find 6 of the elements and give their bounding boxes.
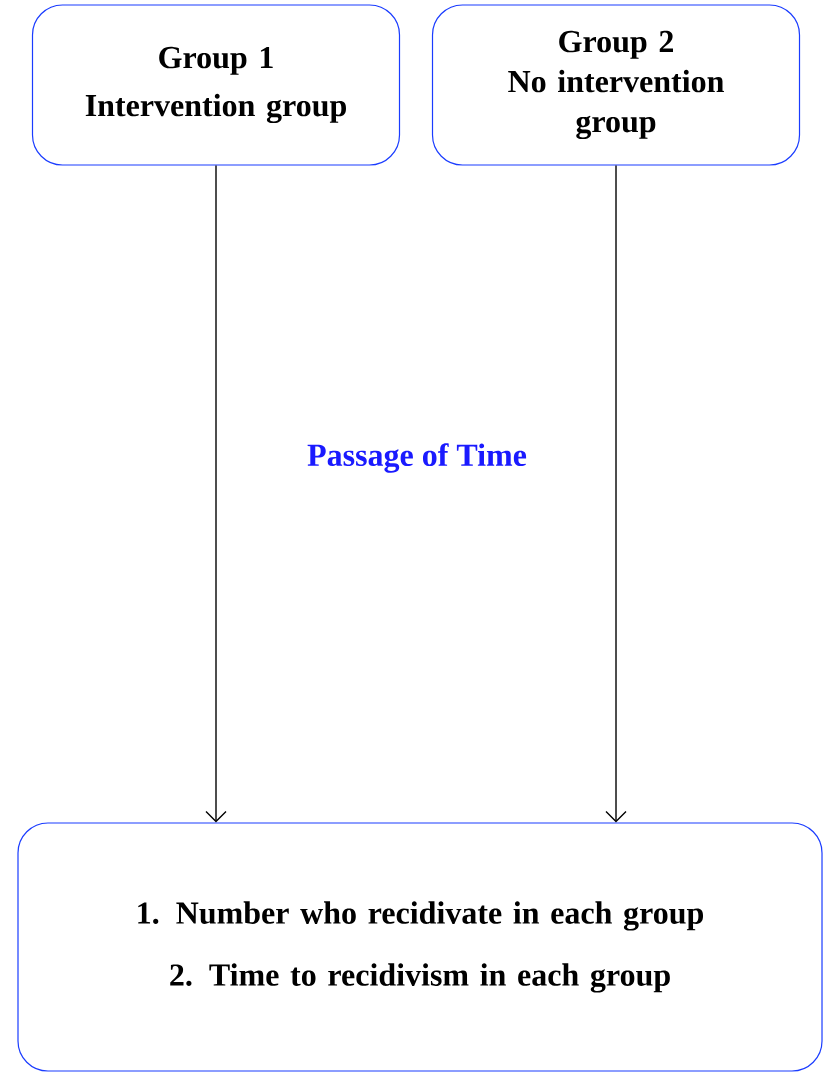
process-box: Group 2 No intervention group (431, 4, 801, 166)
arrow (205, 164, 227, 823)
process-box: 1. Number who recidivate in each group 2. Time to recidivism in each group (17, 822, 823, 1072)
arrow (605, 164, 627, 823)
time-label: Passage of Time (307, 443, 527, 473)
process-box: Group 1 Intervention group (31, 4, 401, 166)
